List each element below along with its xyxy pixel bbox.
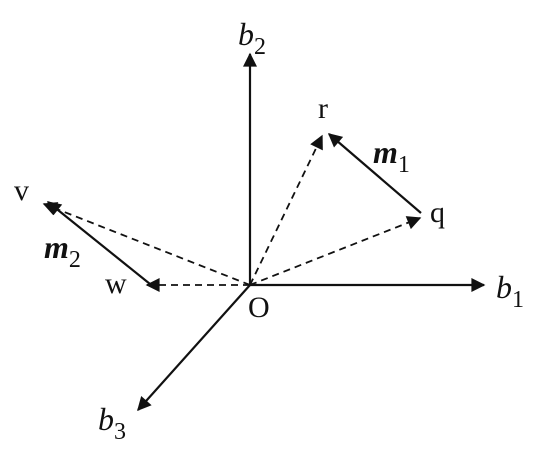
axis-label-b2: b2 [238,16,266,60]
point-label-origin: O [248,291,270,324]
vector-label-m2: m2 [44,229,81,273]
dashed-vector-o-v [42,202,251,286]
point-label-q: q [430,196,445,229]
axis-label-b1: b1 [496,269,524,313]
vector-m1 [327,133,422,214]
point-label-r: r [318,92,328,125]
vector-label-m1: m1 [373,134,410,178]
vector-m2 [46,201,151,285]
point-label-v: v [14,174,29,207]
axis-label-b3: b3 [98,401,126,445]
dashed-vector-o-q [249,216,422,286]
dashed-vector-o-r [249,134,323,286]
axis-b3 [137,284,251,412]
point-label-w: w [105,267,127,300]
